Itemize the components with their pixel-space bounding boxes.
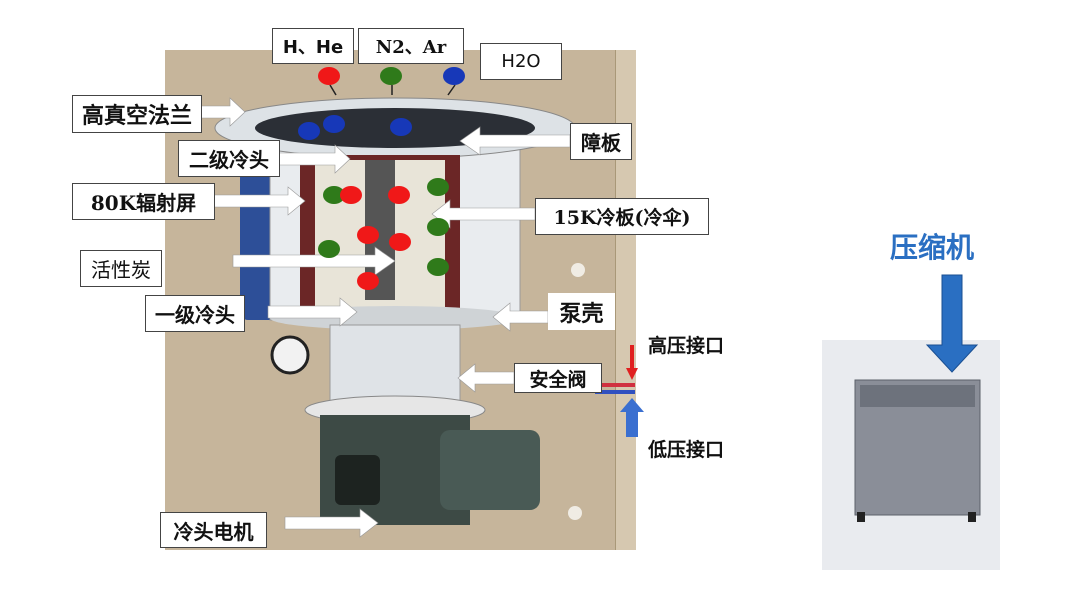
h-he-molecule [388, 186, 410, 204]
h-he-molecule [318, 67, 340, 85]
n2-ar-molecule [427, 258, 449, 276]
label-cold-plate: 15K冷板(冷伞) [535, 198, 709, 235]
compressor-title: 压缩机 [890, 231, 975, 264]
label-cold-head-motor: 冷头电机 [160, 512, 267, 548]
n2-ar-molecule [380, 67, 402, 85]
arrow-first-stage [267, 297, 358, 327]
label-low-pressure-port: 低压接口 [648, 439, 725, 461]
motor-drive [440, 430, 540, 510]
compressor-top-panel [860, 385, 975, 407]
arrow-housing [492, 302, 549, 332]
n2-ar-molecule [427, 178, 449, 196]
n2-ar-molecule [318, 240, 340, 258]
label-activated-carbon: 活性炭 [80, 250, 162, 287]
n2-ar-molecule [323, 186, 345, 204]
label-second-stage-cold-head: 二级冷头 [178, 140, 280, 177]
arrow-second-stage [277, 144, 351, 174]
label-safety-valve: 安全阀 [514, 363, 602, 393]
compressor-arrow [925, 274, 979, 373]
label-pump-housing: 泵壳 [548, 293, 615, 330]
high-pressure-arrow [626, 345, 638, 380]
gas-label-n2-ar: N2、Ar [358, 28, 464, 64]
arrow-carbon [232, 246, 396, 276]
h2o-molecule [443, 67, 465, 85]
pointer-arrows [199, 97, 571, 538]
arrow-flange [199, 97, 246, 127]
low-pressure-arrow [620, 398, 644, 437]
label-first-stage-cold-head: 一级冷头 [145, 295, 245, 332]
h-he-molecule [389, 233, 411, 251]
h-he-molecule [340, 186, 362, 204]
compressor-wheel [857, 512, 865, 522]
compressor-wheel [968, 512, 976, 522]
label-baffle: 障板 [570, 123, 632, 160]
label-flange: 高真空法兰 [72, 95, 202, 133]
panel-screw [571, 263, 585, 277]
h2o-molecule [390, 118, 412, 136]
label-radiation-shield: 80K辐射屏 [72, 183, 215, 220]
motor-connector [335, 455, 380, 505]
gas-drop-arrows [329, 84, 456, 96]
pressure-gauge [270, 335, 310, 375]
gas-label-h2o: H2O [480, 43, 562, 80]
arrow-motor [284, 508, 379, 538]
panel-screw [568, 506, 582, 520]
label-high-pressure-port: 高压接口 [648, 335, 725, 357]
gas-label-h-he: H、He [272, 28, 354, 64]
cold-head-body [329, 324, 461, 406]
n2-ar-molecule [427, 218, 449, 236]
arrow-baffle [459, 126, 571, 156]
arrow-safety-valve [457, 363, 515, 393]
h2o-molecule [298, 122, 320, 140]
h-he-molecule [357, 226, 379, 244]
h-he-molecule [357, 272, 379, 290]
h2o-molecule [323, 115, 345, 133]
arrow-shield [212, 186, 306, 216]
